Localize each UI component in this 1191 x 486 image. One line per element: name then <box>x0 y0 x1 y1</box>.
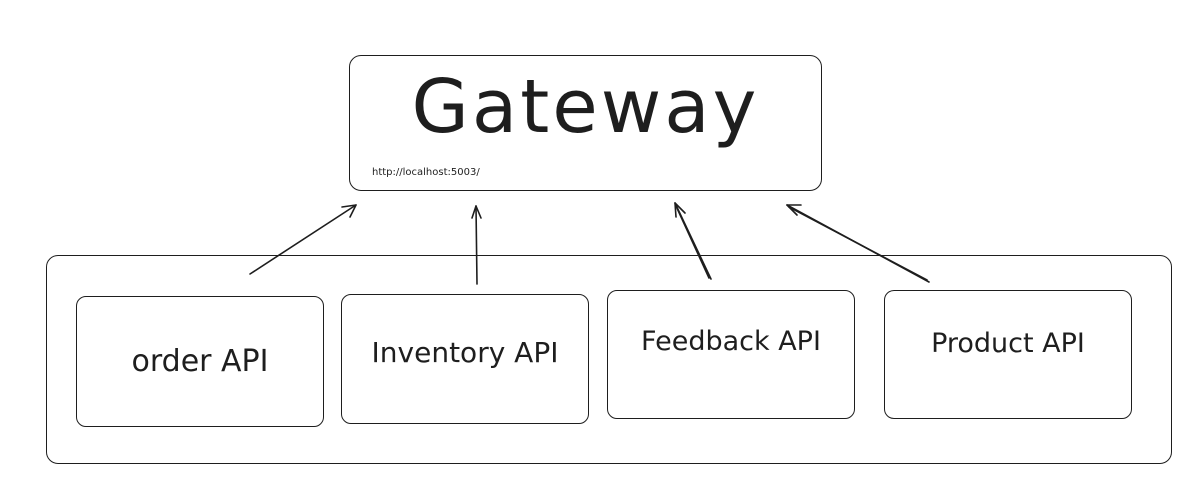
services-container[interactable] <box>46 255 1172 464</box>
gateway-title: Gateway <box>411 64 760 150</box>
feedback-api-node[interactable]: Feedback API <box>607 290 855 419</box>
order-api-label: order API <box>131 343 269 379</box>
gateway-node[interactable]: Gateway http://localhost:5003/ <box>349 55 822 191</box>
order-api-node[interactable]: order API <box>76 296 324 427</box>
inventory-api-node[interactable]: Inventory API <box>341 294 589 424</box>
product-api-label: Product API <box>931 328 1085 359</box>
gateway-url: http://localhost:5003/ <box>372 167 480 178</box>
feedback-api-label: Feedback API <box>641 326 821 357</box>
product-api-node[interactable]: Product API <box>884 290 1132 419</box>
inventory-api-label: Inventory API <box>371 336 559 369</box>
